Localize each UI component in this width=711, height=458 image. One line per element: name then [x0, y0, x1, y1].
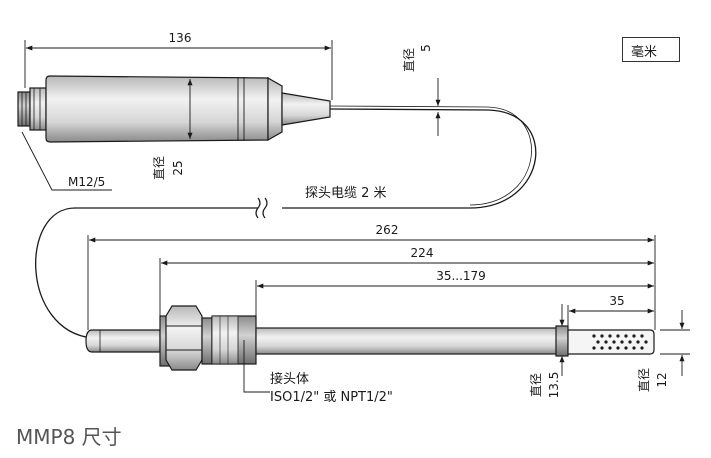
- unit-box: [622, 37, 680, 62]
- figure-title: MMP8 尺寸: [16, 425, 122, 449]
- adjust-range-label: 35...179: [436, 269, 486, 283]
- shaft-diameter-label: 直径: [529, 373, 543, 397]
- filter-perforations: [592, 334, 648, 350]
- filter-diameter-label: 直径: [637, 368, 651, 392]
- unit-label: 毫米: [631, 45, 658, 60]
- probe-length-label: 136: [169, 31, 192, 45]
- fitting-spec-label: ISO1/2" 或 NPT1/2": [270, 390, 393, 405]
- probe-body: [17, 75, 331, 143]
- filter-diameter-value: 12: [655, 372, 669, 387]
- total-length-label: 262: [376, 223, 399, 237]
- connector-label: M12/5: [68, 175, 105, 189]
- cable-length-label: 探头电缆 2 米: [305, 185, 387, 201]
- cable-break-mark: [255, 197, 268, 219]
- probe-diameter-label: 直径: [152, 156, 166, 180]
- probe-cable: [35, 108, 537, 339]
- cable-diameter-value: 5: [419, 44, 433, 52]
- shaft-diameter-value: 13.5: [547, 372, 561, 399]
- filter-length-label: 35: [609, 294, 624, 308]
- probe-assembly: [85, 305, 655, 371]
- insertion-length-label: 224: [411, 246, 434, 260]
- cable-diameter-label: 直径: [402, 48, 416, 72]
- dimension-lines: [21, 40, 690, 393]
- fitting-label: 接头体: [270, 371, 309, 387]
- probe-diameter-value: 25: [171, 160, 185, 175]
